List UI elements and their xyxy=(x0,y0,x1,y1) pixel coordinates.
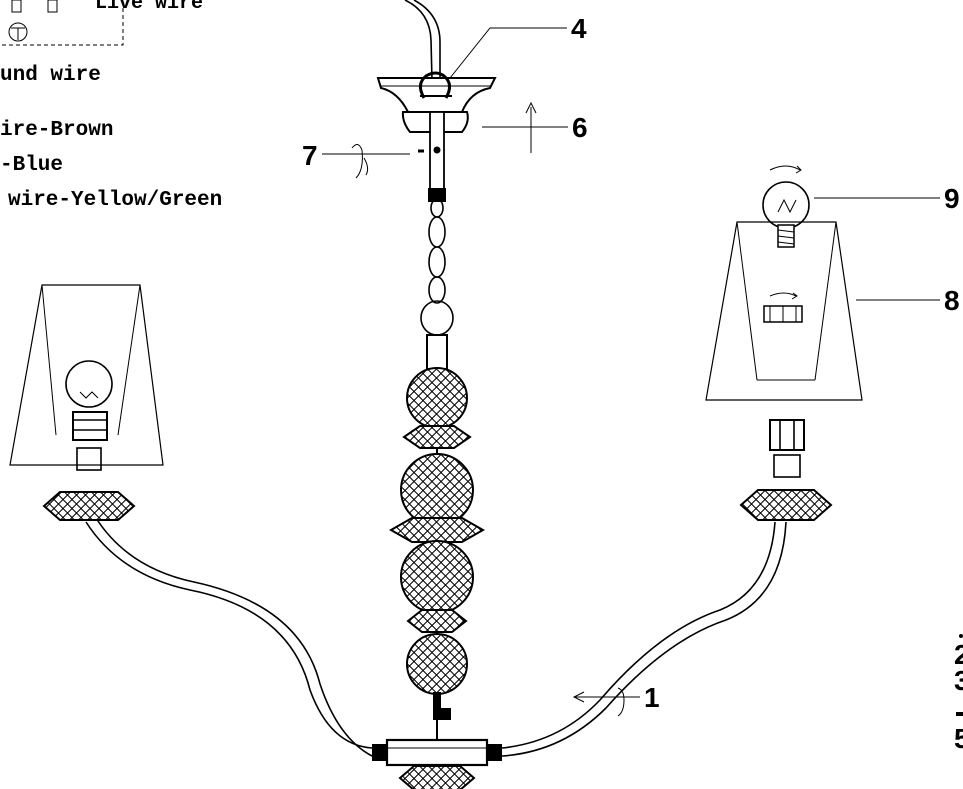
callout-number-1: 1 xyxy=(644,682,660,713)
right-arm xyxy=(501,521,787,757)
callout-number-7: 7 xyxy=(302,140,318,171)
callout-6: 6 xyxy=(482,101,588,153)
callout-1: 1 xyxy=(572,682,660,717)
callout-4: 4 xyxy=(449,13,587,79)
cropped-legend-numbers: 2 3 5 xyxy=(954,634,963,754)
rotate-arrow-icon xyxy=(351,144,363,179)
callout-7: 7 xyxy=(302,140,410,179)
yellow-green-wire-label: wire-Yellow/Green xyxy=(8,189,222,212)
hanging-rod xyxy=(418,111,446,202)
left-cup xyxy=(42,491,136,521)
live-wire-label: Live wire xyxy=(95,0,203,15)
arrow-left-icon xyxy=(572,691,585,703)
callout-number-4: 4 xyxy=(571,13,587,44)
crystal-sphere xyxy=(406,633,468,695)
edge-number-2: 2 xyxy=(954,639,963,670)
left-bulb xyxy=(65,360,113,408)
crystal-sphere xyxy=(406,367,468,429)
crystal-bead xyxy=(388,517,486,543)
rotate-arrow-icon xyxy=(617,687,625,717)
callout-number-6: 6 xyxy=(572,112,588,143)
crystal-bead xyxy=(402,425,472,449)
left-arm xyxy=(85,517,373,757)
crystal-bead xyxy=(406,609,468,633)
crystal-column xyxy=(388,334,486,760)
chain xyxy=(420,198,454,336)
callout-8: 8 xyxy=(856,285,960,316)
base-hub xyxy=(372,738,502,789)
right-lamp-shade xyxy=(705,165,863,521)
brown-wire-label: ire-Brown xyxy=(0,119,113,142)
edge-number-3: 3 xyxy=(954,665,963,696)
ground-wire-label: und wire xyxy=(0,64,101,87)
blue-wire-label: -Blue xyxy=(0,154,63,177)
callout-number-8: 8 xyxy=(944,285,960,316)
crystal-sphere xyxy=(400,540,474,614)
crystal-sphere xyxy=(400,453,474,527)
right-cup xyxy=(739,489,833,521)
edge-number-5: 5 xyxy=(954,723,963,754)
canopy xyxy=(376,0,497,133)
left-lamp-shade xyxy=(9,284,164,521)
wiring-legend: Live wire und wire ire-Brown -Blue wire-… xyxy=(0,0,222,212)
callout-9: 9 xyxy=(814,183,960,214)
callout-number-9: 9 xyxy=(944,183,960,214)
connector-symbols xyxy=(11,0,58,13)
ground-symbol-icon xyxy=(8,22,28,42)
